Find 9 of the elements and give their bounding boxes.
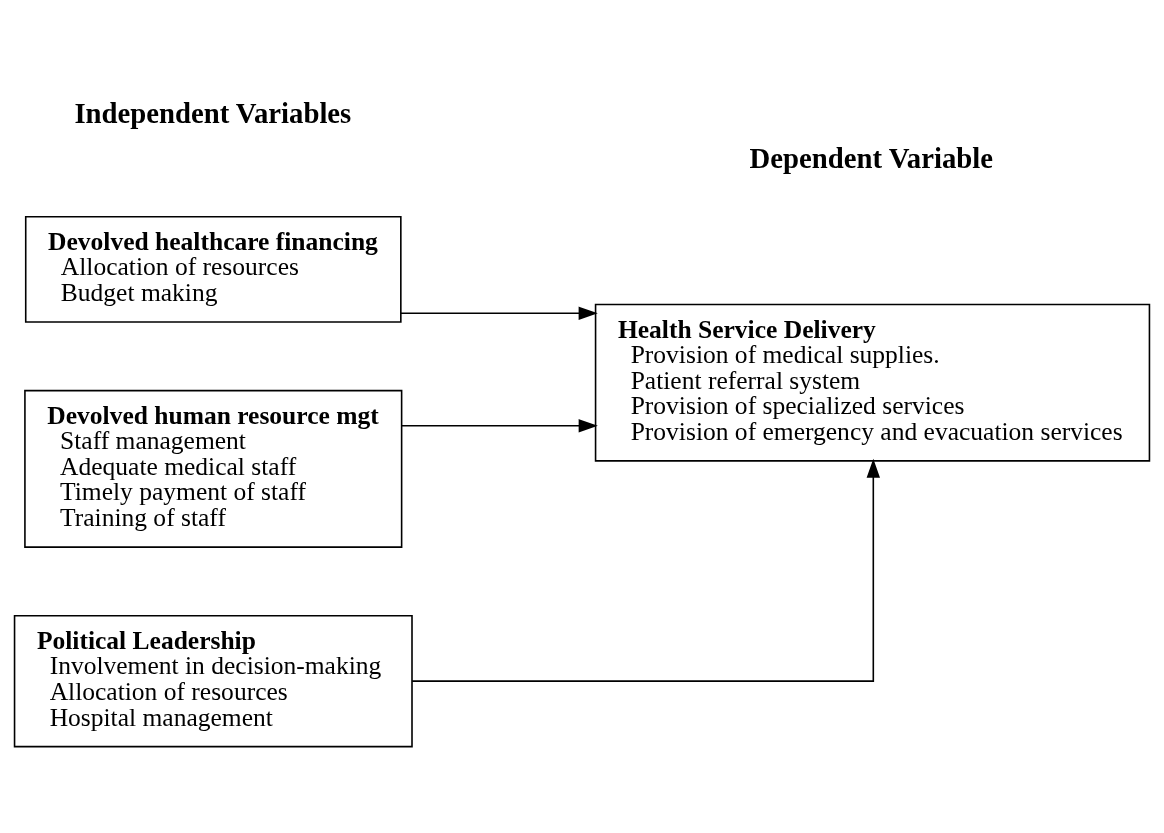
node-box: Political Leadership Involvement in decision-making Allocation of resources Hospital management bbox=[13, 614, 413, 747]
arrow bbox=[400, 306, 598, 320]
node-box: Devolved healthcare financing Allocation of resources Budget making bbox=[24, 215, 402, 323]
arrow bbox=[411, 458, 880, 682]
node-box: Health Service Delivery Provision of medical supplies. Patient referral system Provision of specialized services Provision of emergency and evacuation services bbox=[594, 303, 1151, 462]
label: Independent Variables bbox=[74, 96, 352, 129]
label: Dependent Variable bbox=[749, 141, 993, 174]
node-box: Devolved human resource mgt Staff management Adequate medical staff Timely payment of staff Training of staff bbox=[24, 389, 403, 548]
arrow bbox=[400, 418, 598, 432]
